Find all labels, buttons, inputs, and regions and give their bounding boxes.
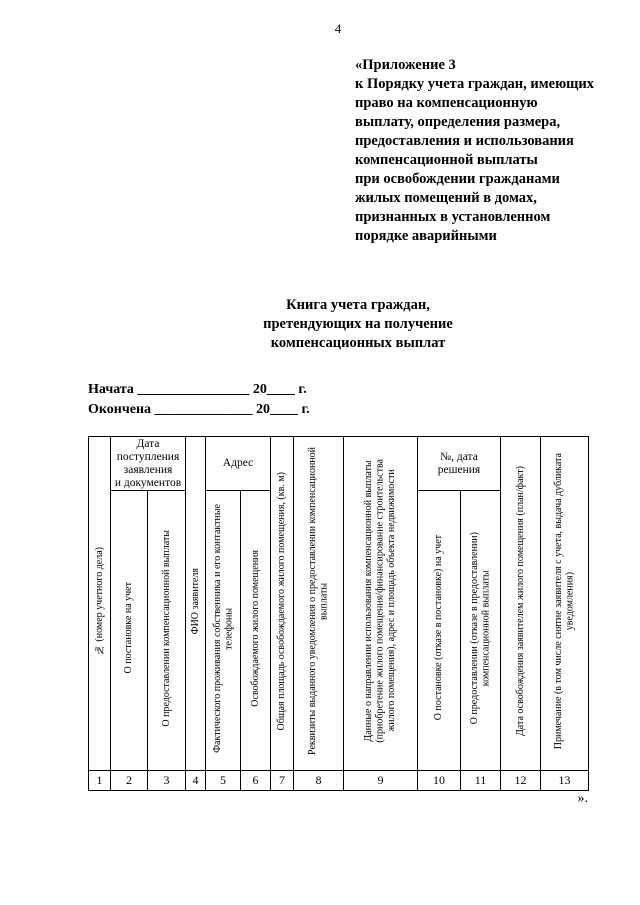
col-number-4: 4	[185, 770, 206, 791]
finished-date-line: Окончена ______________ 20____ г.	[88, 401, 310, 417]
col-header-registration-decision-label: О постановке (отказе в постановке) на уч…	[433, 535, 445, 721]
closing-quote-mark: ».	[577, 791, 589, 806]
col-header-actual-residence: Фактического проживания собственника и е…	[205, 490, 241, 771]
col-number-13: 13	[540, 770, 590, 791]
col-number-12: 12	[500, 770, 542, 791]
col-header-payment-usage-label: Данные о направлении использования компе…	[363, 459, 398, 743]
col-header-vacated-premises-label: Освобождаемого жилого помещения	[249, 549, 261, 707]
col-number-7: 7	[270, 770, 294, 791]
register-table: № (номер учетного дела) Дата поступления…	[88, 436, 590, 791]
col-header-applicant-name: ФИО заявителя	[185, 436, 206, 771]
col-number-8: 8	[293, 770, 344, 791]
col-header-notes-label: Примечание (в том числе снятие заявителя…	[553, 452, 576, 750]
group-header-decision: №, дата решения	[416, 436, 502, 491]
col-header-registration-decision: О постановке (отказе в постановке) на уч…	[417, 490, 461, 771]
col-number-10: 10	[417, 770, 461, 791]
started-date-line: Начата ________________ 20____ г.	[88, 382, 307, 397]
col-number-9: 9	[343, 770, 418, 791]
col-header-vacate-date-label: Дата освобождения заявителем жилого поме…	[514, 465, 526, 737]
col-number-3: 3	[147, 770, 186, 791]
group-header-address: Адрес	[205, 436, 271, 491]
col-header-case-number: № (номер учетного дела)	[88, 436, 111, 771]
col-header-notification-details-label: Реквизиты выданного уведомления о предос…	[307, 447, 330, 755]
col-number-5: 5	[205, 770, 241, 791]
document-title: Книга учета граждан, претендующих на пол…	[263, 297, 453, 351]
col-header-registration-label: О постановке на учет	[123, 582, 135, 674]
col-header-total-area: Общая площадь освобождаемого жилого поме…	[270, 436, 294, 771]
col-header-payment-provision: О предоставлении компенсационной выплаты	[147, 490, 186, 771]
page-number: 4	[334, 21, 342, 36]
col-number-11: 11	[459, 770, 502, 791]
col-header-vacated-premises: Освобождаемого жилого помещения	[240, 490, 271, 771]
col-number-2: 2	[110, 770, 148, 791]
col-header-vacate-date: Дата освобождения заявителем жилого поме…	[500, 436, 542, 771]
col-header-notification-details: Реквизиты выданного уведомления о предос…	[293, 436, 344, 771]
col-header-registration: О постановке на учет	[110, 490, 148, 771]
col-header-notes: Примечание (в том числе снятие заявителя…	[540, 436, 590, 771]
col-number-1: 1	[88, 770, 111, 791]
col-header-payment-usage: Данные о направлении использования компе…	[343, 436, 418, 771]
col-header-total-area-label: Общая площадь освобождаемого жилого поме…	[276, 471, 288, 731]
col-number-6: 6	[240, 770, 271, 791]
col-header-case-number-label: № (номер учетного дела)	[93, 546, 105, 656]
group-header-application-date: Дата поступления заявления и документов	[110, 436, 186, 491]
register-dates-block: Начата ________________ 20____ г. Оконче…	[88, 380, 310, 419]
col-header-provision-decision: О предоставлении (отказе в предоставлени…	[459, 490, 502, 771]
appendix-heading: «Приложение 3 к Порядку учета граждан, и…	[355, 57, 595, 244]
col-header-actual-residence-label: Фактического проживания собственника и е…	[211, 503, 235, 753]
col-header-provision-decision-label: О предоставлении (отказе в предоставлени…	[469, 531, 492, 725]
col-header-payment-provision-label: О предоставлении компенсационной выплаты	[160, 529, 172, 727]
col-header-applicant-name-label: ФИО заявителя	[189, 567, 201, 635]
